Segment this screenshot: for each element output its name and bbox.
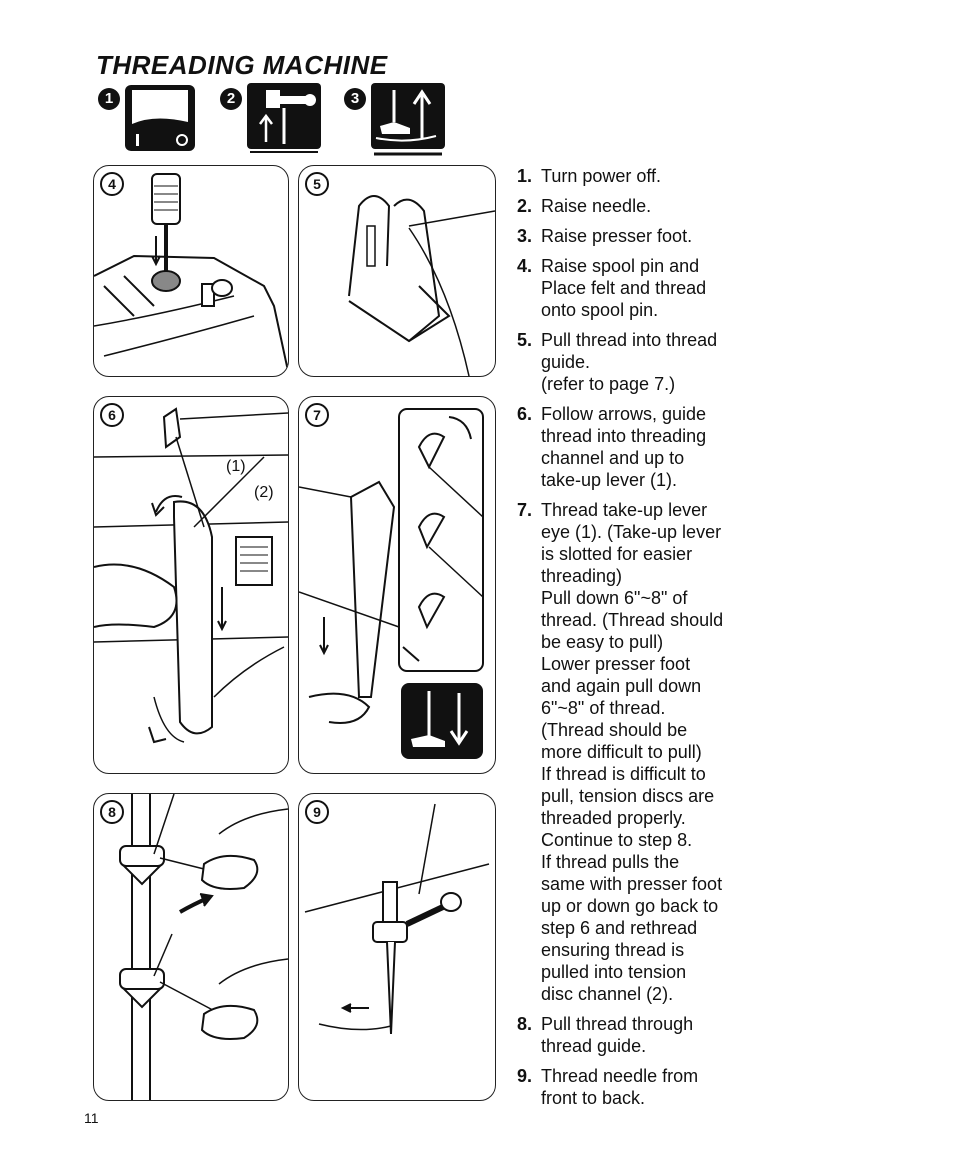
step-9: 9. Thread needle from front to back. [517,1065,757,1109]
step-badge-2: 2 [220,88,242,110]
panel-5: 5 [298,165,496,377]
presser-foot-up-icon [371,83,445,156]
page-number: 11 [84,1110,99,1126]
step-text: Raise spool pin and Place felt and threa… [541,256,707,320]
panel-badge-4: 4 [100,172,124,196]
step-text: Raise needle. [541,196,652,216]
step-number: 3. [517,226,533,246]
step-badge-3: 3 [344,88,366,110]
page-title: THREADING MACHINE [96,50,388,80]
step-6: 6. Follow arrows, guide thread into thre… [517,403,757,491]
spool-pin-illustration [94,173,288,372]
step-text: Pull thread through thread guide. [541,1014,694,1056]
step-text: Follow arrows, guide thread into threadi… [541,404,707,490]
step-2: 2. Raise needle. [517,195,757,217]
step-3: 3. Raise presser foot. [517,225,757,247]
step-text: Thread take-up lever eye (1). (Take-up l… [541,500,724,1004]
panel-badge-6: 6 [100,403,124,427]
panel-8: 8 [93,793,289,1101]
step-text: Raise presser foot. [541,226,693,246]
power-switch-icon [125,85,195,151]
step-1: 1. Turn power off. [517,165,757,187]
needle-up-icon [247,83,321,153]
step-8: 8. Pull thread through thread guide. [517,1013,757,1057]
step-number: 6. [517,404,533,424]
take-up-lever-illustration [299,408,484,759]
step-number: 5. [517,330,533,350]
step-text: Turn power off. [541,166,662,186]
panel-9: 9 [298,793,496,1101]
step-number: 2. [517,196,533,216]
panel-badge-9: 9 [305,800,329,824]
step-number: 8. [517,1014,533,1034]
thread-guide-illustration [348,195,495,376]
panel-7: 7 [298,396,496,774]
panel-4: 4 [93,165,289,377]
instruction-steps: 1. Turn power off. 2. Raise needle. 3. R… [517,165,757,1117]
step-number: 4. [517,256,533,276]
thread-guide-lower-illustration [119,794,288,1100]
step-number: 7. [517,500,533,520]
panel-badge-7: 7 [305,403,329,427]
step-number: 9. [517,1066,533,1086]
step-5: 5. Pull thread into thread guide. (refer… [517,329,757,395]
threading-channel-illustration: (1) (2) [94,407,288,744]
step-badge-1: 1 [98,88,120,110]
step-4: 4. Raise spool pin and Place felt and th… [517,255,757,321]
step-number: 1. [517,166,533,186]
panel-6: 6 (1) (2) [93,396,289,774]
label-take-up-lever: (1) [226,458,246,475]
needle-threading-illustration [304,803,490,1035]
step-text: Thread needle from front to back. [541,1066,699,1108]
label-tension-disc-channel: (2) [254,484,274,501]
panel-badge-8: 8 [100,800,124,824]
step-text: Pull thread into thread guide. (refer to… [541,330,718,394]
step-7: 7. Thread take-up lever eye (1). (Take-u… [517,499,757,1005]
panel-badge-5: 5 [305,172,329,196]
